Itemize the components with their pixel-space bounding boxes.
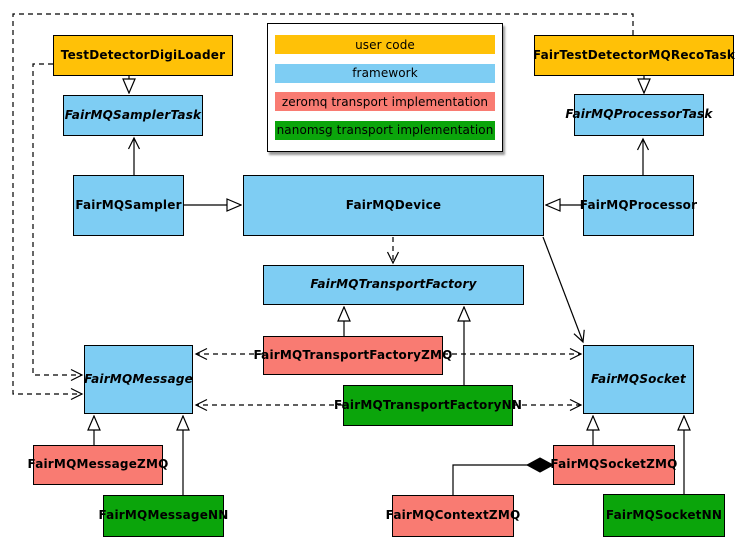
class-box-fairmqmessagenn: FairMQMessageNN [98,495,228,537]
legend-item-nanomsg: nanomsg transport implementation [275,120,495,140]
connector-device-socket [542,236,585,344]
class-box-fairmqdevice: FairMQDevice [243,175,544,236]
legend-item-zeromq: zeromq transport implementation [275,92,495,112]
class-box-fairmqsampler: FairMQSampler [73,175,184,236]
connector-recotask-message [12,13,634,401]
class-box-fairmqtransportfactory: FairMQTransportFactory [263,265,524,305]
class-box-fairmqprocessor: FairMQProcessor [580,175,697,236]
class-box-fairmqmessagezmq: FairMQMessageZMQ [28,445,168,485]
class-box-fairmqprocessortask: FairMQProcessorTask [565,94,712,136]
class-box-fairmqsocketnn: FairMQSocketNN [603,494,725,537]
class-box-fairmqsocket: FairMQSocket [583,345,694,414]
class-box-testdetectordigiloader: TestDetectorDigiLoader [53,35,233,76]
class-box-fairmqtransportfactoryzmq: FairMQTransportFactoryZMQ [253,336,452,375]
legend-item-user-code: user code [275,35,495,55]
class-box-fairmqcontextzmq: FairMQContextZMQ [386,495,520,537]
connector-digiloader-message [32,63,84,382]
composition-diamond [525,457,555,473]
connector-contextzmq-socketzmq [452,464,528,495]
class-box-fairtestdetectormqrecotask: FairTestDetectorMQRecoTask [533,35,735,76]
class-box-fairmqsocketzmq: FairMQSocketZMQ [550,445,677,485]
legend-item-framework: framework [275,63,495,83]
legend: user code framework zeromq transport imp… [267,23,503,152]
class-box-fairmqsamplertask: FairMQSamplerTask [63,95,203,136]
class-box-fairmqmessage: FairMQMessage [84,345,193,414]
class-box-fairmqtransportfactorynn: FairMQTransportFactoryNN [334,385,522,426]
